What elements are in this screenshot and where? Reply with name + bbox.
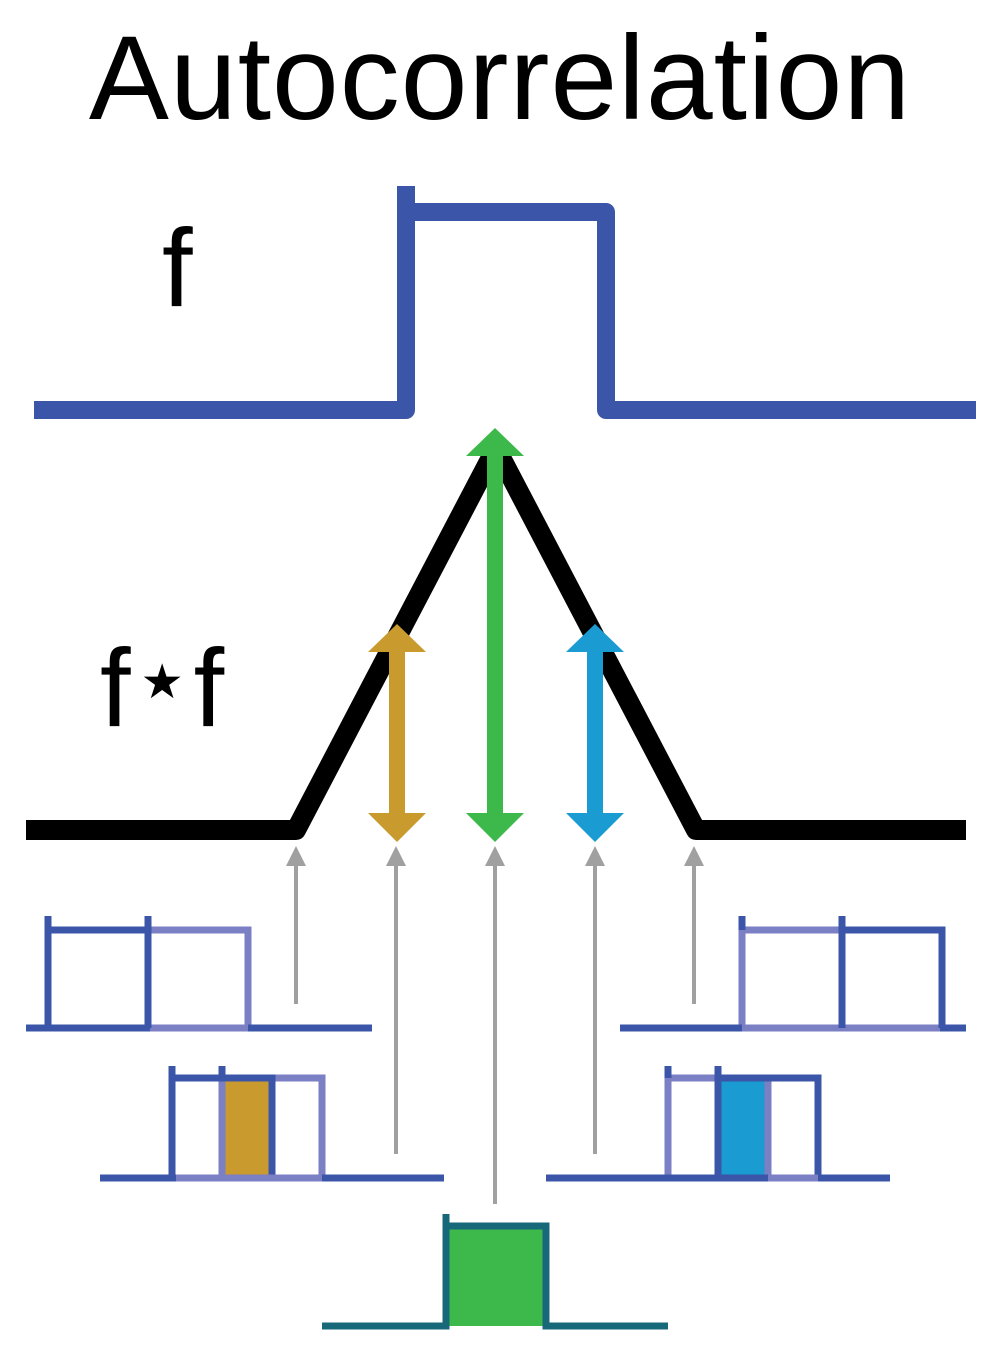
autocorrelation-label-left: f <box>100 627 131 750</box>
shift-partial-overlap-right <box>546 1066 890 1182</box>
shift-no-overlap-left <box>26 916 372 1032</box>
overlap-arrow-center <box>466 428 524 842</box>
star-icon: ★ <box>140 656 184 709</box>
overlap-arrow-right <box>566 624 624 842</box>
shift-full-overlap-center <box>322 1214 668 1330</box>
autocorrelation-label-right: f <box>193 627 225 750</box>
shift-no-overlap-right <box>620 916 966 1032</box>
guide-arrows <box>286 846 704 1204</box>
diagram-title: Autocorrelation <box>88 11 912 145</box>
shift-partial-overlap-left <box>100 1066 444 1182</box>
signal-f-curve <box>34 186 976 419</box>
overlap-arrow-left <box>368 624 426 842</box>
autocorrelation-label: f★f <box>100 628 224 744</box>
signal-label-f: f <box>162 207 193 330</box>
